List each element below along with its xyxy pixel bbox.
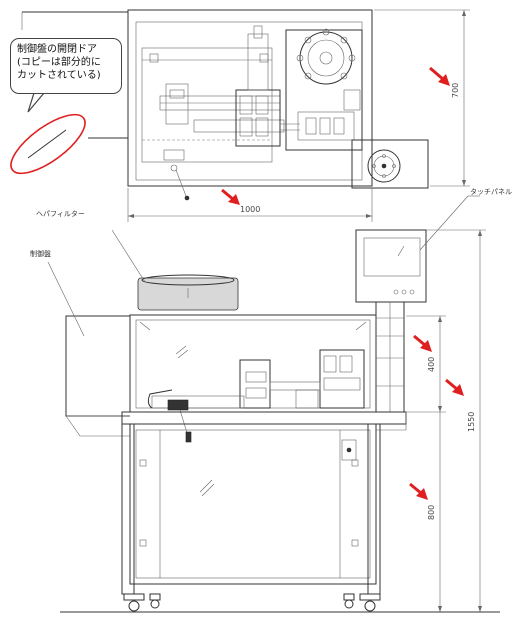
callout-line-1: 制御盤の開閉ドア [17, 44, 97, 55]
lower-frame [129, 423, 377, 585]
control-panel-label: 制御盤 [30, 249, 51, 258]
red-arrows [221, 66, 464, 500]
depth-dimension-label: 700 [451, 83, 460, 98]
callout-line-2: (コピーは部分的に [17, 57, 101, 68]
callout-line-3: カットされている) [17, 70, 101, 81]
red-arrow-icon [413, 334, 432, 352]
red-arrow-icon [221, 188, 240, 205]
touch-panel [355, 229, 427, 303]
hood-frame [129, 314, 377, 413]
top-view [10, 9, 470, 222]
front-view [47, 195, 500, 613]
red-arrow-icon [409, 482, 428, 500]
main-frame-top [127, 9, 373, 187]
touch-panel-base-top [351, 139, 429, 189]
lower-height-dimension-label: 800 [427, 505, 436, 520]
touch-panel-label: タッチパネル [470, 187, 512, 196]
total-height-dimension-label: 1550 [467, 412, 476, 432]
red-arrow-icon [429, 66, 450, 86]
control-door-highlight [10, 113, 86, 175]
upper-height-dimension-label: 400 [427, 357, 436, 372]
callout-bubble: 制御盤の開閉ドア (コピーは部分的に カットされている) [10, 38, 122, 94]
hepa-filter-label: ヘパフィルター [36, 209, 85, 218]
red-arrow-icon [445, 378, 464, 396]
control-cabinet-front [65, 315, 130, 417]
table-top [121, 411, 407, 425]
width-dimension-label: 1000 [240, 205, 260, 214]
